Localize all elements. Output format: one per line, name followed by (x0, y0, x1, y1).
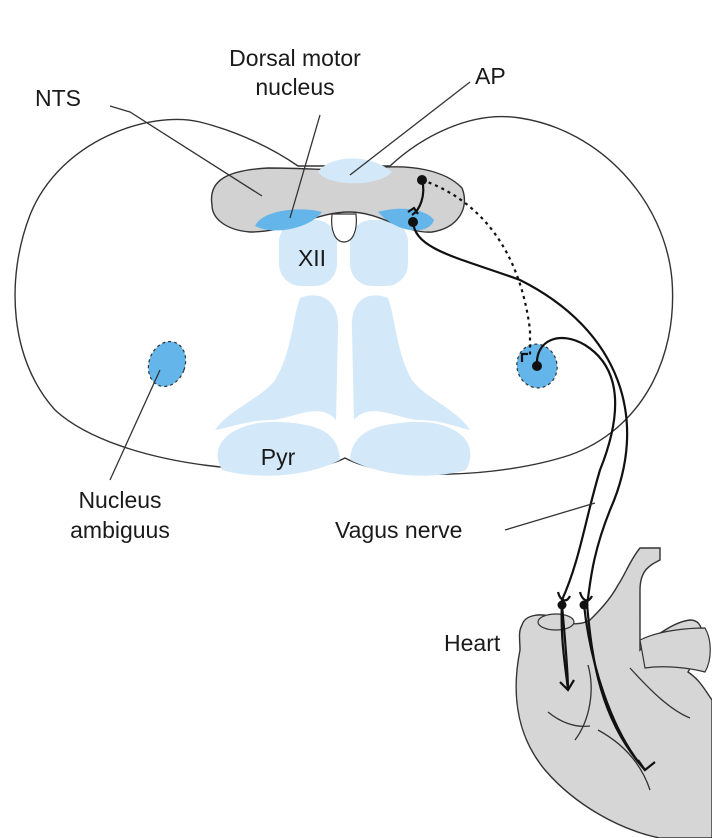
label-xii: XII (298, 245, 326, 271)
label-dorsal-motor-line2: nucleus (255, 74, 334, 100)
label-nucleus-ambiguus-line1: Nucleus (78, 487, 161, 513)
heart-body (516, 548, 712, 838)
heart (516, 548, 712, 838)
label-nts: NTS (35, 85, 81, 111)
dorsal-motor-neuron-dot (408, 217, 418, 227)
label-heart: Heart (444, 630, 501, 656)
label-dorsal-motor-line1: Dorsal motor (229, 45, 361, 71)
label-pyr: Pyr (261, 444, 296, 470)
ambiguus-neuron-dot (532, 361, 542, 371)
label-vagus-nerve: Vagus nerve (335, 517, 462, 543)
heart-pulmonary-vessel (640, 628, 710, 672)
leader-vagus-nerve (505, 503, 595, 530)
hypoglossal-nucleus-right (350, 220, 408, 286)
label-nucleus-ambiguus-line2: ambiguus (70, 517, 170, 543)
ganglion-synapse-right (580, 592, 592, 600)
heart-aortic-opening (538, 614, 574, 630)
central-canal (332, 214, 357, 242)
nts-neuron-dot (417, 175, 427, 185)
label-ap: AP (475, 63, 506, 89)
